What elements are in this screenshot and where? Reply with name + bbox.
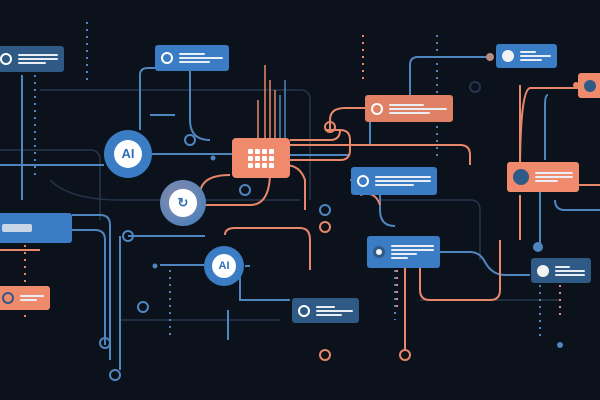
card-orange-right [507, 162, 579, 192]
ai-node-2: AI [204, 246, 244, 286]
ai-label: AI [113, 139, 143, 169]
card-lower-mid [367, 236, 440, 268]
ai-label: AI [212, 254, 236, 278]
card-right-dark [531, 258, 591, 283]
card-mid [351, 167, 437, 195]
sync-node: ↻ [160, 180, 206, 226]
cluster-icon [513, 169, 529, 185]
search-icon [298, 304, 310, 317]
user-icon [584, 79, 596, 92]
card-top-left [0, 46, 64, 72]
user-icon [502, 50, 514, 62]
ai-node-1: AI [104, 130, 152, 178]
card-search [292, 298, 359, 323]
record-icon [373, 246, 385, 258]
user-icon [537, 264, 549, 277]
processor-chip [232, 138, 290, 178]
power-icon [357, 175, 369, 187]
card-top-right [496, 44, 557, 68]
sync-icon: ↻ [169, 189, 197, 217]
blocks-icon [2, 224, 32, 232]
chat-icon [161, 52, 173, 64]
card-left-orange [0, 286, 50, 310]
card-refresh [365, 95, 453, 122]
card-top-mid [155, 45, 229, 71]
card-edge-right [578, 73, 600, 98]
chat-icon [0, 53, 12, 65]
refresh-icon [371, 102, 383, 115]
card-left-blue [0, 213, 72, 243]
chart-icon [2, 292, 14, 304]
